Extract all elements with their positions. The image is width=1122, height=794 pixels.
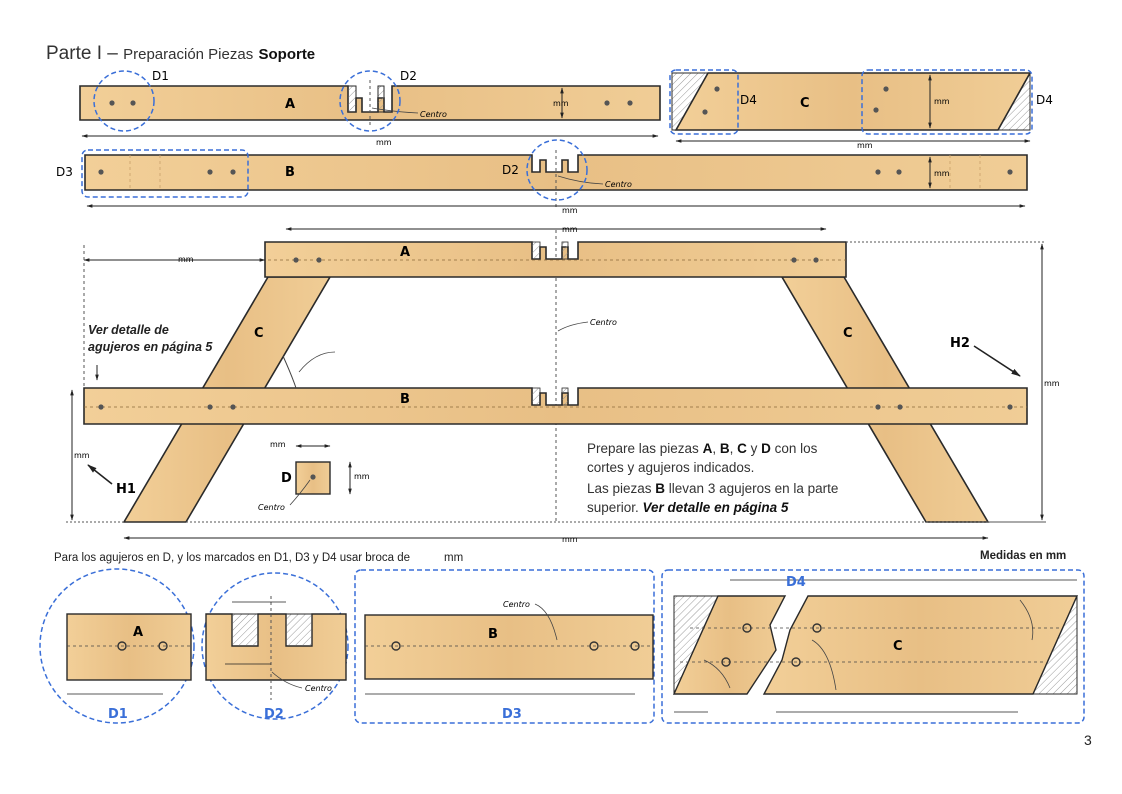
detail-d1: A D1 [39,568,195,724]
detail-d2: Centro D2 [201,572,349,722]
label-c-detail: C [893,639,903,654]
header-part: Parte I [46,43,102,64]
piece-b-top: B mm mm Centro D3 D2 [56,139,1028,215]
header-dash: – [107,43,118,64]
dim-h1: mm [74,451,90,460]
instructions: Prepare las piezas A, B, C y D con los c… [587,441,839,515]
label-a-detail: A [133,625,143,640]
detail-note: Ver detalle de agujeros en página 5 [88,322,212,356]
callout-d4-left: D4 [740,93,757,107]
dim-base: mm [562,535,578,544]
centro-assembly: Centro [590,318,617,327]
dim-a-height: mm [553,99,569,108]
dim-h2: mm [1044,379,1060,388]
callout-d2-b: D2 [502,163,519,177]
callout-d1-top: D1 [152,69,169,83]
caption-d3: D3 [502,707,522,722]
label-h2: H2 [950,336,970,351]
label-a-top: A [285,97,295,112]
assembly-view: A B C C mm mm mm mm mm Centro H1 [66,225,1060,544]
detail-note-line2: agujeros en página 5 [88,340,213,354]
centro-b-top: Centro [605,180,632,189]
label-h1: H1 [116,482,136,497]
caption-d1: D1 [108,707,128,722]
dim-b-length: mm [562,206,578,215]
label-d: D [281,471,292,486]
detail-d3: B Centro D3 [354,569,655,724]
callout-d4-right: D4 [1036,93,1053,107]
label-b-assembly: B [400,392,410,407]
drill-note: Para los agujeros en D, y los marcados e… [54,552,464,564]
label-c-top: C [800,96,810,111]
header-subtitle: Preparación Piezas [123,46,254,63]
caption-d2: D2 [264,707,284,722]
label-b-top: B [285,165,295,180]
piece-a-top: A mm mm Centro D1 D2 [79,69,661,147]
label-b-detail: B [488,627,498,642]
header-subtitle-bold: Soporte [258,46,316,63]
caption-d4: D4 [786,575,806,590]
callout-d2-top: D2 [400,69,417,83]
dim-a-length: mm [376,138,392,147]
detail-note-line1: Ver detalle de [88,323,169,337]
dim-c-length: mm [857,141,873,150]
dim-a-assembly: mm [562,225,578,234]
dim-d-height: mm [354,472,370,481]
units-note: Medidas en mm [980,550,1067,562]
page-number: 3 [1084,732,1092,748]
dim-b-height: mm [934,169,950,178]
centro-d2: Centro [305,684,332,693]
callout-d3-top: D3 [56,165,73,179]
centro-a-top: Centro [420,110,447,119]
dim-overhang: mm [178,255,194,264]
label-c-left: C [254,326,264,341]
dim-d-width: mm [270,440,286,449]
label-a-assembly: A [400,245,410,260]
piece-c-top: C mm mm D4 D4 [669,69,1053,150]
detail-d4: C D4 [661,569,1085,724]
centro-d3: Centro [503,600,530,609]
label-c-right: C [843,326,853,341]
dim-c-height: mm [934,97,950,106]
centro-d: Centro [258,503,285,512]
page-header: Parte I – Preparación Piezas Soporte [46,43,315,65]
